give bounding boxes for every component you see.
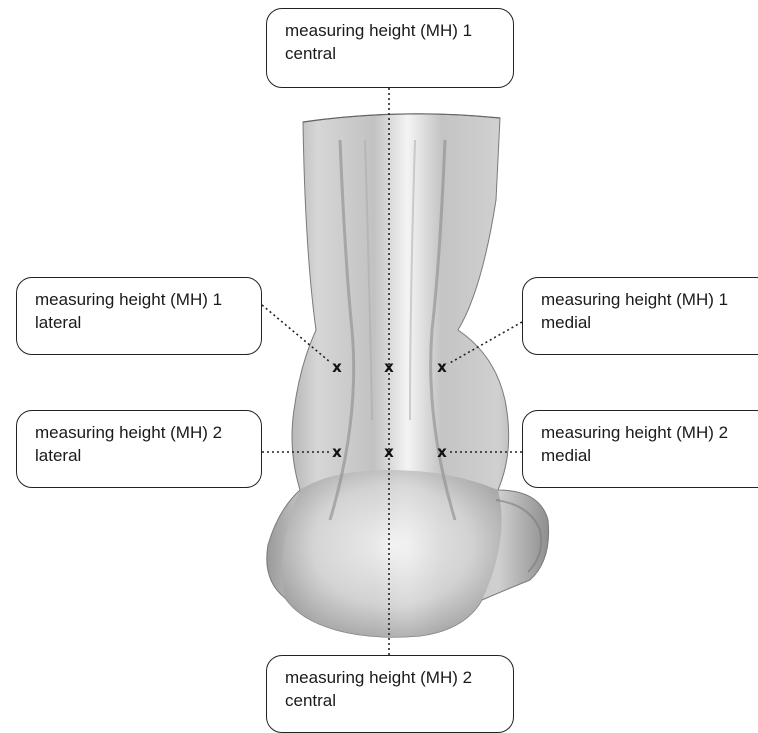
ankle-illustration <box>267 114 549 637</box>
label-mh1-central-line1: measuring height (MH) 1 <box>285 19 495 42</box>
label-mh1-central-line2: central <box>285 42 495 65</box>
marker-mh1-medial: x <box>437 358 447 376</box>
label-mh2-medial-line2: medial <box>541 444 753 467</box>
label-mh1-lateral-line1: measuring height (MH) 1 <box>35 288 243 311</box>
marker-mh2-central: x <box>384 443 394 461</box>
marker-mh1-lateral: x <box>332 358 342 376</box>
label-mh2-medial-line1: measuring height (MH) 2 <box>541 421 753 444</box>
label-mh2-medial: measuring height (MH) 2 medial <box>522 410 758 488</box>
label-mh1-medial-line2: medial <box>541 311 753 334</box>
label-mh1-medial: measuring height (MH) 1 medial <box>522 277 758 355</box>
label-mh1-medial-line1: measuring height (MH) 1 <box>541 288 753 311</box>
label-mh2-central: measuring height (MH) 2 central <box>266 655 514 733</box>
label-mh1-lateral: measuring height (MH) 1 lateral <box>16 277 262 355</box>
marker-mh2-lateral: x <box>332 443 342 461</box>
label-mh2-central-line2: central <box>285 689 495 712</box>
label-mh2-central-line1: measuring height (MH) 2 <box>285 666 495 689</box>
label-mh2-lateral-line1: measuring height (MH) 2 <box>35 421 243 444</box>
label-mh1-central: measuring height (MH) 1 central <box>266 8 514 88</box>
label-mh2-lateral-line2: lateral <box>35 444 243 467</box>
marker-mh1-central: x <box>384 358 394 376</box>
label-mh1-lateral-line2: lateral <box>35 311 243 334</box>
label-mh2-lateral: measuring height (MH) 2 lateral <box>16 410 262 488</box>
marker-mh2-medial: x <box>437 443 447 461</box>
